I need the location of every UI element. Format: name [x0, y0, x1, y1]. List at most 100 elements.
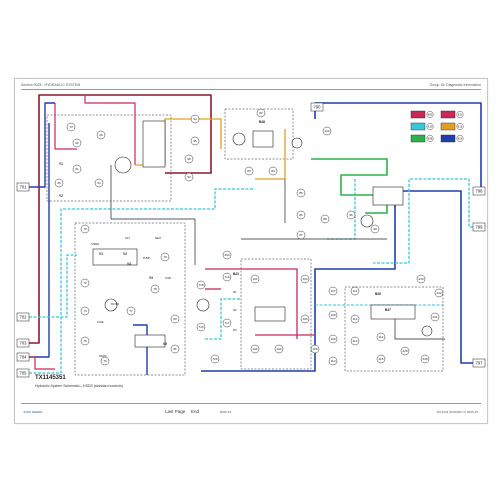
component-callout: 86: [296, 210, 306, 220]
component-callout: 73: [66, 122, 76, 132]
component-callout: 80: [170, 314, 180, 324]
svg-text:234: 234: [224, 253, 229, 257]
component-callout: 106: [310, 344, 320, 354]
legend-item: 812: [440, 122, 464, 131]
svg-text:811: 811: [458, 113, 463, 117]
line-label: PUMP: [143, 257, 150, 260]
line-label: CASE: [97, 321, 104, 324]
component-callout: 84: [268, 166, 278, 176]
svg-text:790: 790: [314, 105, 322, 110]
svg-text:72: 72: [83, 281, 87, 285]
svg-text:73: 73: [69, 125, 73, 129]
svg-text:810: 810: [428, 125, 433, 129]
last-page-link[interactable]: Last Page: [165, 409, 186, 414]
component-callout: 111: [350, 286, 360, 296]
component-callout: 74: [80, 306, 90, 316]
component-callout: 231: [430, 312, 440, 322]
svg-text:87: 87: [299, 233, 303, 237]
legend-item: 814: [440, 134, 464, 143]
svg-text:106: 106: [312, 347, 317, 351]
component-callout: 229: [400, 346, 410, 356]
svg-text:230: 230: [422, 357, 427, 361]
svg-text:109: 109: [330, 337, 335, 341]
component-callout: 720: [210, 354, 220, 364]
header-section-text: Section 9025 - HYDRAULIC SYSTEM: [21, 83, 81, 87]
header-divider: [21, 89, 481, 90]
port-label-left: 703: [16, 338, 30, 348]
svg-text:104: 104: [302, 277, 307, 281]
component-callout: 99: [370, 224, 380, 234]
line-label: DRAIN: [99, 355, 107, 358]
svg-text:111: 111: [353, 289, 358, 293]
valve-label: V3: [149, 276, 153, 280]
svg-text:78: 78: [153, 287, 157, 291]
component-callout: 88: [320, 214, 330, 224]
svg-text:797: 797: [476, 361, 484, 366]
svg-text:108: 108: [330, 313, 335, 317]
svg-text:798: 798: [476, 189, 484, 194]
footer-doc-info: TM-1234 (DD/MM/YY) 9025-15-: [436, 410, 479, 414]
svg-text:115: 115: [379, 357, 384, 361]
svg-text:703: 703: [20, 341, 28, 346]
component-callout: 232: [434, 288, 444, 298]
port-label-right: 797: [472, 358, 486, 368]
component-callout: 102: [250, 344, 260, 354]
schematic-page: Section 9025 - HYDRAULIC SYSTEM Group 15…: [14, 78, 488, 424]
svg-text:93: 93: [187, 175, 191, 179]
svg-text:61: 61: [75, 167, 79, 171]
svg-text:90: 90: [187, 157, 191, 161]
svg-text:107: 107: [330, 289, 335, 293]
port-label-right: 799: [472, 222, 486, 232]
svg-text:99: 99: [373, 227, 377, 231]
valve-label: V2: [123, 252, 127, 256]
footer-page-number: 9025-15-: [220, 410, 233, 414]
svg-text:717: 717: [224, 321, 229, 325]
component-callout: 719: [196, 322, 206, 332]
component-callout: 85: [296, 188, 306, 198]
component-callout: 100: [322, 126, 332, 136]
component-callout: 717: [222, 318, 232, 328]
end-link[interactable]: End: [191, 409, 200, 414]
component-callout: 110: [328, 356, 338, 366]
component-callout: 104: [300, 274, 310, 284]
svg-text:110: 110: [331, 359, 336, 363]
svg-text:83: 83: [247, 169, 251, 173]
svg-text:705: 705: [20, 371, 28, 376]
component-callout: 83: [244, 166, 254, 176]
svg-text:76: 76: [103, 359, 107, 363]
component-callout: 95: [190, 136, 200, 146]
legend-item: 811: [440, 110, 464, 119]
svg-text:62: 62: [75, 141, 79, 145]
component-callout: 90: [184, 154, 194, 164]
component-callout: 101: [250, 274, 260, 284]
svg-text:814: 814: [458, 137, 463, 141]
component-callout: 87: [296, 230, 306, 240]
component-frames: [46, 108, 444, 376]
right-port-labels: 790 797 798 799: [310, 102, 486, 368]
component-callout: 65: [54, 178, 64, 188]
line-label: TANK: [165, 277, 172, 280]
svg-text:100: 100: [324, 129, 329, 133]
component-callout: 62: [72, 138, 82, 148]
svg-text:113: 113: [353, 339, 358, 343]
component-callout: 78: [150, 284, 160, 294]
svg-text:704: 704: [20, 355, 28, 360]
valve-label: V1: [99, 252, 103, 256]
component-callout: 64: [94, 178, 104, 188]
valve-label: Y2: [59, 194, 63, 198]
svg-text:80: 80: [173, 317, 177, 321]
component-symbols: [92, 120, 433, 348]
component-callout: 77: [126, 306, 136, 316]
line-label: FILTER: [111, 303, 119, 306]
component-callout: 234: [222, 250, 232, 260]
valve-label: B47: [385, 308, 391, 312]
svg-text:102: 102: [252, 347, 257, 351]
component-callout: 69: [96, 130, 106, 140]
footer-divider: [21, 403, 481, 404]
component-callout: 115: [376, 354, 386, 364]
svg-text:716: 716: [224, 275, 229, 279]
valve-label: B46: [375, 292, 381, 296]
